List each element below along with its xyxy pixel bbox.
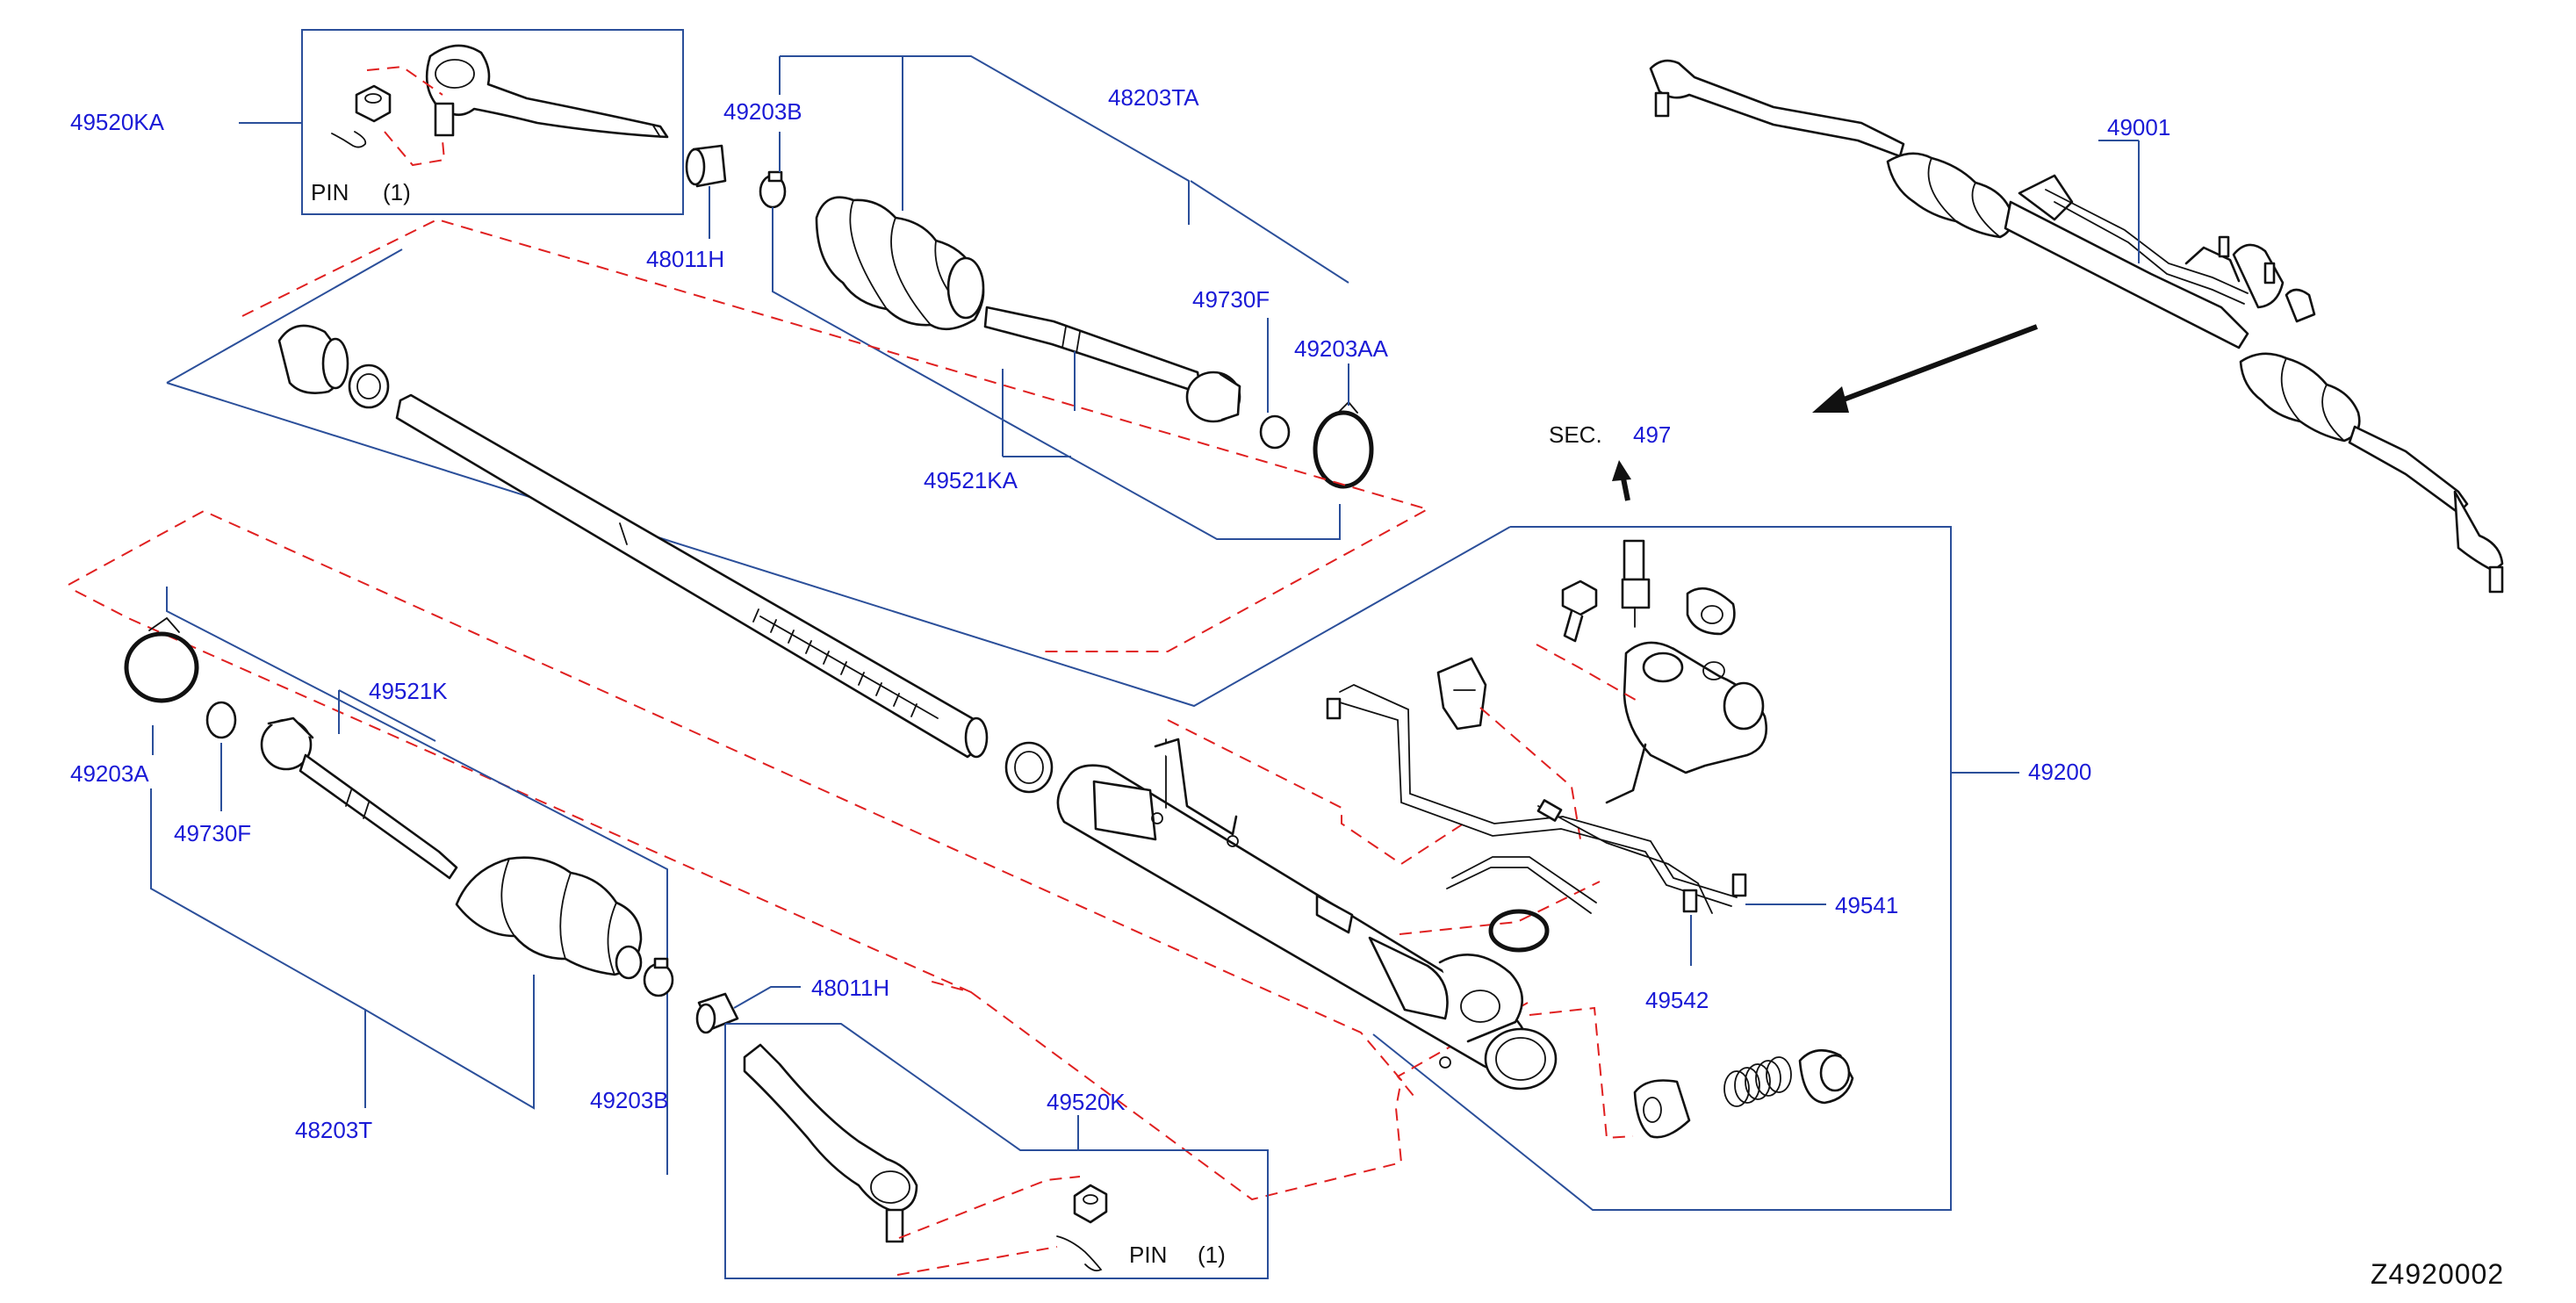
label-washer-upper: 49730F (1192, 286, 1270, 313)
label-tie-rod-end-lh: 49520K (1047, 1089, 1126, 1115)
arrow-down-left-icon (1812, 324, 2039, 413)
label-tie-rod-end-rh: 49520KA (70, 109, 165, 135)
label-band-small-upper: 49203B (723, 98, 802, 125)
spring-part (1723, 1056, 1792, 1107)
drawing-code: Z4920002 (2371, 1258, 2504, 1290)
label-band-small-lower: 49203B (590, 1087, 669, 1113)
label-band-large-lower: 49203A (70, 760, 149, 787)
label-tube-a: 49541 (1835, 892, 1898, 918)
bolt-part (1561, 580, 1598, 643)
tie-rod-end-rh-part (425, 44, 669, 139)
label-inner-socket-lower: 49521K (369, 678, 448, 704)
boot-band-large-lower-part (124, 616, 199, 703)
label-band-large-upper: 49203AA (1294, 335, 1389, 362)
arrow-up-icon (1612, 460, 1631, 501)
inner-socket-upper-part (983, 306, 1241, 423)
label-boot-upper: 48203TA (1108, 84, 1199, 111)
rack-shaft-group (166, 218, 1511, 794)
sec-text: SEC. (1549, 421, 1602, 448)
boot-band-large-upper-part (1313, 400, 1374, 489)
clip-part (1436, 657, 1487, 731)
bushing-lower-part (695, 992, 739, 1034)
label-boot-lower: 48203T (295, 1117, 372, 1143)
pin-qty-lower: (1) (1198, 1242, 1226, 1268)
pin-label-upper: PIN (311, 179, 349, 205)
tie-rod-end-lh-callout: 49520K PIN (1) (724, 1023, 1269, 1279)
nut-lower-part (1073, 1184, 1108, 1224)
full-rack-assembly-part (1649, 59, 2504, 594)
pinion-valve-part (1605, 641, 1768, 804)
label-tube-b: 49542 (1645, 987, 1709, 1013)
boot-band-small-lower-part (643, 957, 674, 997)
bushing-upper-part (685, 144, 727, 188)
washer-upper-part (1259, 414, 1291, 450)
label-bushing-upper: 48011H (646, 246, 724, 272)
full-assembly-group: 49001 (1649, 59, 2504, 594)
yoke-part (1633, 1079, 1691, 1139)
upper-boot-group: 48011H 49203B 48203TA (646, 55, 1389, 540)
label-washer-lower: 49730F (174, 820, 251, 846)
washer-lower-part (205, 701, 237, 739)
rack-bar-part (395, 393, 989, 759)
rack-bushing-part (277, 324, 390, 409)
cotter-pin-lower-part (1056, 1235, 1103, 1272)
tie-rod-end-lh-part (743, 1043, 918, 1243)
rack-seal-part (1004, 741, 1054, 794)
cotter-pin-part (331, 131, 367, 148)
label-housing-assembly: 49200 (2028, 759, 2091, 785)
nut-part (355, 84, 392, 123)
pin-qty-upper: (1) (383, 179, 411, 205)
lower-boot-group: 49203A 49730F 49521K 48203T (68, 509, 1403, 1201)
sec-number: 497 (1633, 421, 1671, 448)
clamp-bracket-part (1686, 587, 1736, 636)
o-ring-part (1488, 909, 1550, 953)
inner-socket-lower-part (260, 716, 458, 880)
sensor-stud-part (1621, 539, 1651, 628)
pin-label-lower: PIN (1129, 1242, 1167, 1268)
boot-upper-part (815, 196, 985, 331)
boot-band-small-upper-part (759, 170, 787, 209)
label-bushing-lower: 48011H (811, 975, 889, 1001)
gear-housing-part (1056, 738, 1558, 1091)
label-full-assembly: 49001 (2107, 114, 2170, 140)
tie-rod-end-rh-callout: 49520KA PIN (1) (70, 29, 684, 215)
housing-assembly-group: 49200 (1056, 421, 2091, 1211)
boot-lower-part (455, 856, 643, 980)
label-inner-socket-upper: 49521KA (924, 467, 1018, 493)
adjust-plug-part (1798, 1048, 1854, 1105)
tube-assembly-part (1326, 684, 1747, 914)
